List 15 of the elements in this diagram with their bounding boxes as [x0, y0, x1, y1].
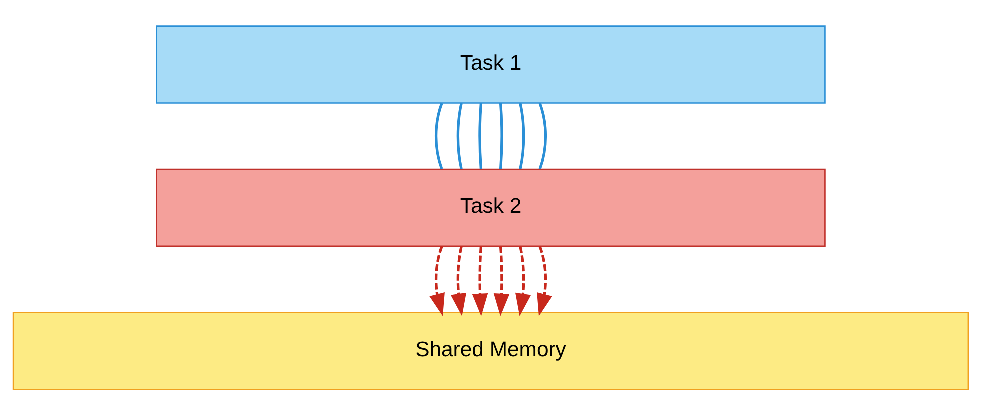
connector	[478, 102, 483, 169]
connector	[519, 102, 526, 169]
arrow	[450, 246, 467, 316]
arrow	[494, 246, 510, 316]
arrow	[537, 246, 552, 316]
node-box: Shared Memory	[12, 312, 970, 390]
connector	[538, 102, 548, 170]
arrow	[472, 246, 488, 316]
connector	[434, 102, 444, 170]
arrow	[515, 246, 532, 316]
node-box: Task 1	[156, 25, 826, 104]
arrow	[430, 246, 445, 316]
connector	[499, 102, 504, 169]
node-box: Task 2	[156, 168, 826, 247]
connector	[456, 102, 463, 169]
